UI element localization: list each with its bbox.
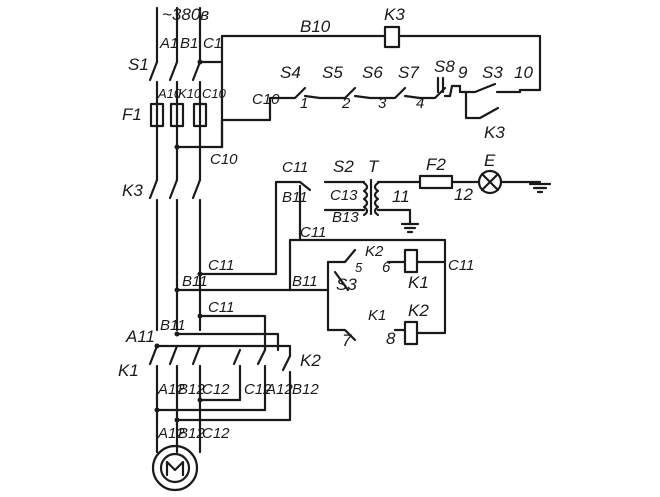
transformer-t-label: T (368, 157, 380, 176)
node-k10-label: K10 (178, 86, 202, 101)
node-3-label: 3 (378, 95, 387, 112)
wire-c11-left1-label: C11 (208, 257, 234, 274)
node-10-label: 10 (514, 63, 533, 82)
contactor-k3-label: K3 (122, 181, 143, 200)
wire-c11-top-label: C11 (282, 159, 308, 176)
main-switch-s1 (148, 60, 202, 106)
coil-k2 (403, 320, 419, 346)
node-b12b-label: B12 (292, 381, 319, 398)
fuse-f1-label: F1 (122, 105, 142, 124)
node-9-label: 9 (458, 63, 468, 82)
node-c12a-label: C12 (202, 381, 230, 398)
switch-s6-label: S6 (362, 63, 383, 82)
node-b12c-label: B12 (178, 425, 205, 442)
coil-k1-label: K1 (408, 273, 429, 292)
contact-k1-label: K1 (368, 307, 386, 324)
node-6-label: 6 (382, 259, 391, 276)
wire-b11-left2-label: B11 (292, 273, 318, 290)
switch-s8-label: S8 (434, 57, 455, 76)
wire-c11-right-label: C11 (448, 257, 474, 274)
lamp-e (477, 169, 503, 195)
coil-k1 (403, 248, 419, 274)
switch-s1-label: S1 (128, 55, 149, 74)
fuse-f2 (418, 174, 454, 190)
node-c12c-label: C12 (202, 425, 230, 442)
node-1-label: 1 (300, 95, 308, 112)
wire-b10-label: B10 (300, 17, 331, 36)
phase-b1-label: B1 (180, 35, 198, 52)
node-2-label: 2 (341, 95, 351, 112)
switch-s7-label: S7 (398, 63, 419, 82)
node-7-label: 7 (342, 331, 352, 350)
transformer (362, 178, 380, 217)
lines-to-k3 (155, 124, 202, 182)
contact-k3-label: K3 (484, 123, 505, 142)
coil-k2-label: K2 (408, 301, 429, 320)
switch-s3-mid-label: S3 (336, 275, 357, 294)
contact-k2-label: K2 (365, 243, 384, 260)
supply-voltage-label: ~380в (162, 5, 209, 24)
node-11-label: 11 (392, 187, 410, 206)
phase-a1-label: A1 (159, 35, 178, 52)
wire-a11-label: A11 (125, 327, 155, 346)
wire-b11-top-label: B11 (282, 189, 308, 206)
contactor-k2 (232, 348, 292, 412)
node-b12a-label: B12 (178, 381, 205, 398)
node-a10-label: A10 (157, 86, 182, 101)
contactor-k1-label: K1 (118, 361, 139, 380)
motor (151, 444, 199, 492)
node-c12b-label: C12 (244, 381, 272, 398)
wire-c10-bottom-label: C10 (210, 151, 238, 168)
wire-c10-left-label: C10 (252, 91, 280, 108)
coil-k3-label: K3 (384, 5, 405, 24)
switch-s5-label: S5 (322, 63, 343, 82)
node-a12b-label: A12 (265, 381, 293, 398)
wire-b11-left1-label: B11 (182, 273, 208, 290)
wire-c11-left2-label: C11 (208, 299, 234, 316)
phase-conductors (155, 6, 202, 64)
node-12-label: 12 (454, 185, 473, 204)
node-4-label: 4 (416, 95, 424, 112)
fuse-f2-label: F2 (426, 155, 446, 174)
switch-s4-label: S4 (280, 63, 301, 82)
lamp-e-label: E (484, 151, 496, 170)
fuses-f1 (149, 102, 208, 128)
wire-c11-mid-label: C11 (300, 224, 326, 241)
wire-c13-label: C13 (330, 187, 358, 204)
wire-b11-left3-label: B11 (160, 317, 186, 334)
switch-s2-label: S2 (333, 157, 354, 176)
node-a12a-label: A12 (157, 381, 185, 398)
phase-c1-label: C1 (203, 35, 222, 52)
node-5-label: 5 (355, 260, 363, 275)
contactor-k3-main (148, 178, 202, 332)
limit-switch-chain (278, 86, 452, 100)
coil-k3 (383, 25, 401, 49)
node-8-label: 8 (386, 329, 396, 348)
contactor-k2-label: K2 (300, 351, 321, 370)
wire-b13-label: B13 (332, 209, 359, 226)
node-c10-label: C10 (202, 86, 227, 101)
node-a12c-label: A12 (157, 425, 185, 442)
switch-s3-top-label: S3 (482, 63, 503, 82)
